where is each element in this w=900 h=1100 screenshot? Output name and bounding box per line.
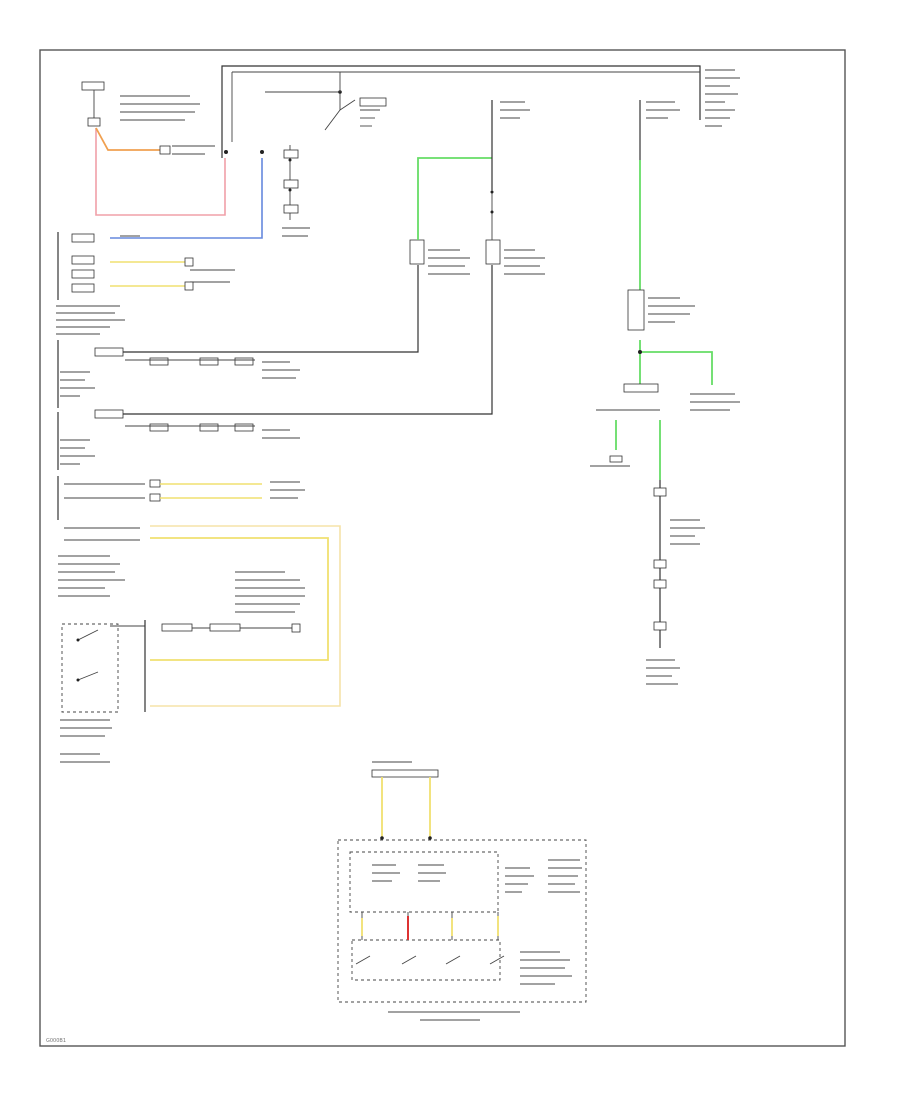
- top-bus: [221, 65, 701, 158]
- diagram-frame: [39, 49, 846, 1047]
- transmission-data-rows: [57, 476, 305, 520]
- body-control-module-connectors: [57, 232, 235, 300]
- chmsl-circuit: [639, 69, 740, 160]
- yellow-wire-5: [150, 537, 329, 661]
- left-stop-lamp-circuit: [57, 265, 419, 408]
- footer-label: G000B1: [46, 1038, 66, 1044]
- right-stop-lamp-circuit: [57, 265, 493, 470]
- orange-wire: [95, 127, 160, 151]
- pink-wire: [95, 128, 226, 216]
- brake-pedal-position-sensor: [282, 145, 310, 237]
- brake-switch: [265, 72, 387, 131]
- chmsl-lamp: [646, 480, 705, 685]
- stop-lamp-sockets: [409, 190, 545, 275]
- automatic-transmission-assembly: [337, 839, 587, 1021]
- tcm-wiring: [371, 761, 439, 778]
- blue-wire: [110, 158, 263, 239]
- green-wire-stop-lamps: [417, 157, 492, 240]
- transmission-range-switch: [60, 571, 305, 763]
- module-label-block: [56, 305, 125, 335]
- green-wire-lower: [615, 420, 661, 480]
- green-wire-splice: [639, 340, 713, 388]
- fuse-block-section: [81, 81, 200, 127]
- pale-yellow-wire-loop: [150, 525, 341, 707]
